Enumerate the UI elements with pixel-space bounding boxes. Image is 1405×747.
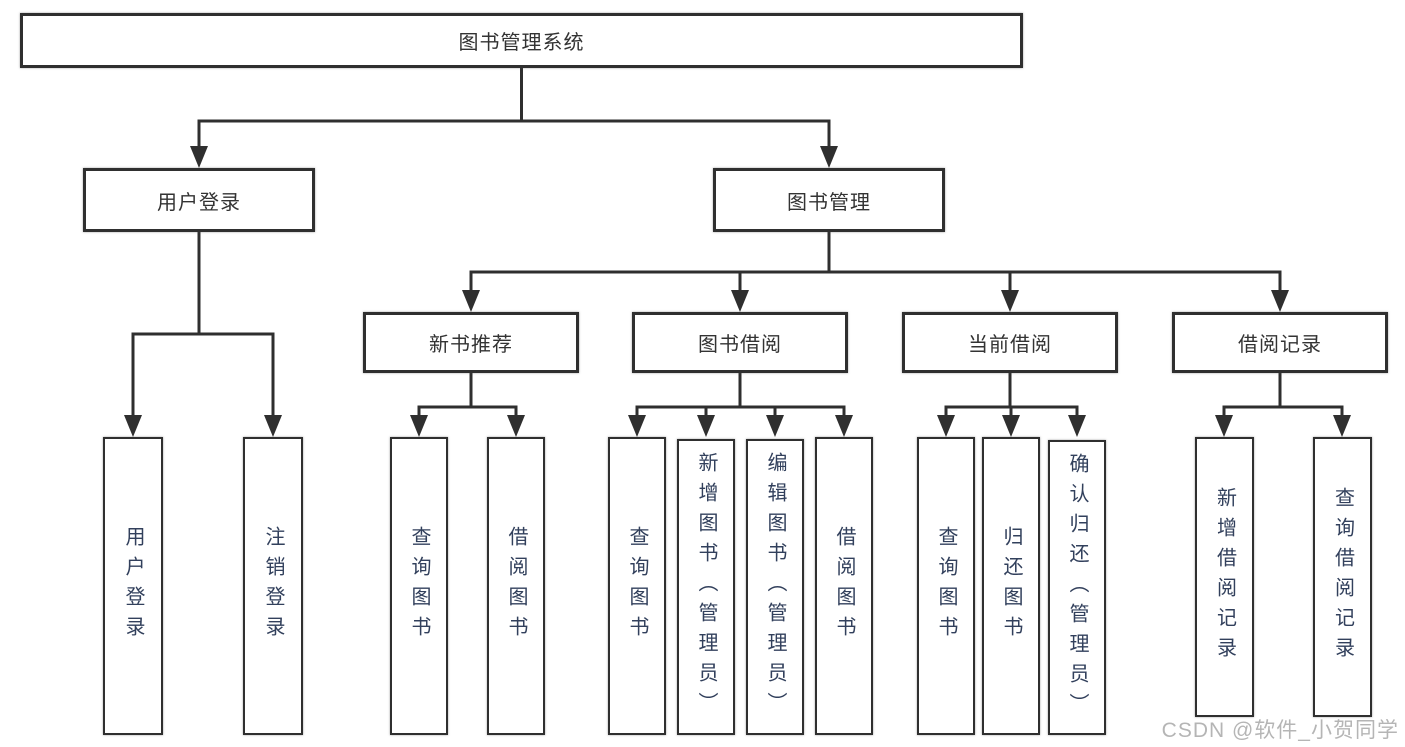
node-current-borrow: 当前借阅 bbox=[902, 312, 1118, 373]
leaf-nbr-query-book: 查询图书 bbox=[390, 437, 448, 735]
node-user-login-label: 用户登录 bbox=[157, 191, 241, 214]
leaf-bb-edit-book-admin-label: 编辑图书（管理员） bbox=[764, 452, 786, 722]
leaf-logout-label: 注销登录 bbox=[262, 526, 284, 646]
node-borrow-record-label: 借阅记录 bbox=[1238, 334, 1322, 356]
node-user-login: 用户登录 bbox=[83, 168, 315, 232]
node-book-borrow-label: 图书借阅 bbox=[698, 334, 782, 356]
leaf-bb-add-book-admin-label: 新增图书（管理员） bbox=[695, 452, 717, 722]
leaf-bb-query-book: 查询图书 bbox=[608, 437, 666, 735]
leaf-cb-query-book-label: 查询图书 bbox=[935, 526, 957, 646]
leaf-nbr-query-book-label: 查询图书 bbox=[408, 526, 430, 646]
leaf-cb-return-book-label: 归还图书 bbox=[1000, 526, 1022, 646]
leaf-bb-add-book-admin: 新增图书（管理员） bbox=[677, 439, 735, 735]
node-root-label: 图书管理系统 bbox=[458, 32, 585, 54]
leaf-user-login-label: 用户登录 bbox=[122, 526, 144, 646]
leaf-br-add-record: 新增借阅记录 bbox=[1195, 437, 1254, 717]
leaf-cb-return-book: 归还图书 bbox=[982, 437, 1040, 735]
node-new-book-recommend: 新书推荐 bbox=[363, 312, 579, 373]
node-borrow-record: 借阅记录 bbox=[1172, 312, 1388, 373]
leaf-nbr-borrow-book: 借阅图书 bbox=[487, 437, 545, 735]
leaf-br-query-record-label: 查询借阅记录 bbox=[1331, 487, 1354, 667]
node-book-management-label: 图书管理 bbox=[787, 191, 871, 214]
leaf-user-login: 用户登录 bbox=[103, 437, 163, 735]
leaf-bb-borrow-book: 借阅图书 bbox=[815, 437, 873, 735]
node-book-borrow: 图书借阅 bbox=[632, 312, 848, 373]
node-book-management: 图书管理 bbox=[713, 168, 945, 232]
leaf-bb-query-book-label: 查询图书 bbox=[626, 526, 648, 646]
leaf-nbr-borrow-book-label: 借阅图书 bbox=[505, 526, 527, 646]
leaf-logout: 注销登录 bbox=[243, 437, 303, 735]
node-new-book-recommend-label: 新书推荐 bbox=[429, 334, 513, 356]
node-current-borrow-label: 当前借阅 bbox=[968, 334, 1052, 356]
leaf-bb-borrow-book-label: 借阅图书 bbox=[833, 526, 855, 646]
leaf-bb-edit-book-admin: 编辑图书（管理员） bbox=[746, 439, 804, 735]
leaf-cb-confirm-return-admin-label: 确认归还（管理员） bbox=[1066, 452, 1088, 723]
leaf-br-query-record: 查询借阅记录 bbox=[1313, 437, 1372, 717]
leaf-br-add-record-label: 新增借阅记录 bbox=[1213, 487, 1236, 667]
node-root-system: 图书管理系统 bbox=[20, 13, 1023, 68]
leaf-cb-query-book: 查询图书 bbox=[917, 437, 975, 735]
leaf-cb-confirm-return-admin: 确认归还（管理员） bbox=[1048, 440, 1106, 735]
csdn-watermark: CSDN @软件_小贺同学 bbox=[1161, 719, 1399, 742]
